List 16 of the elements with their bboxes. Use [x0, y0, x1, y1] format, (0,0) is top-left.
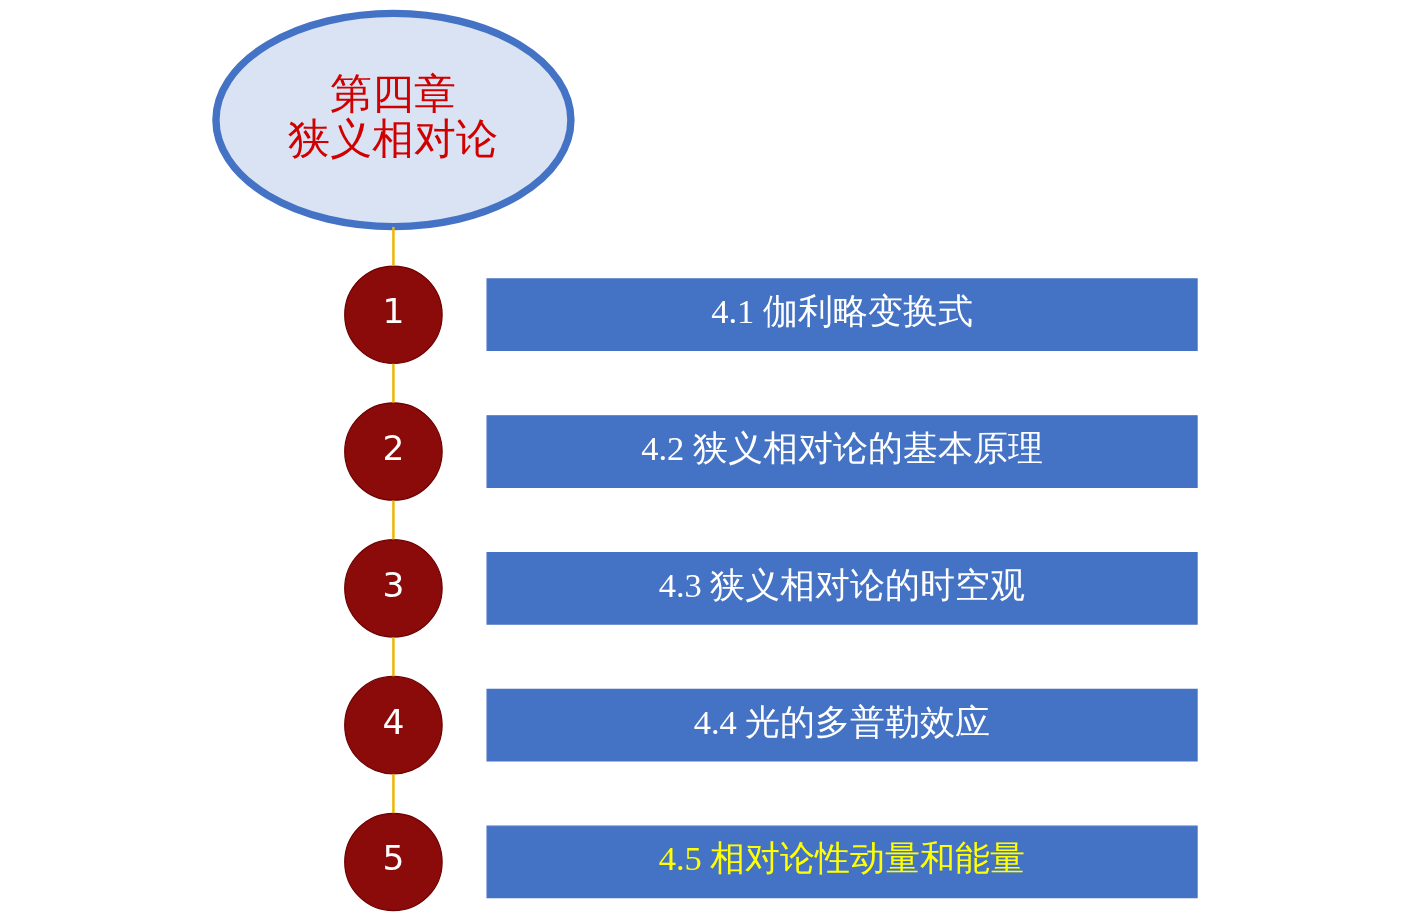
node-circle: 2	[344, 402, 443, 501]
connector	[392, 637, 395, 677]
connector	[392, 774, 395, 814]
node-circle: 4	[344, 675, 443, 775]
connector	[392, 363, 395, 403]
node-box: 4.5 相对论性动量和能量	[486, 825, 1198, 899]
node-circle: 3	[344, 539, 443, 638]
node-box: 4.4 光的多普勒效应	[486, 688, 1198, 762]
node-box: 4.1 伽利略变换式	[486, 278, 1198, 352]
connector	[392, 226, 395, 266]
node-box: 4.2 狭义相对论的基本原理	[486, 415, 1198, 488]
node-ellipse: 第四章 狭义相对论	[212, 9, 575, 231]
node-circle: 1	[344, 265, 443, 364]
connector	[392, 500, 395, 540]
node-circle: 5	[344, 812, 443, 912]
node-box: 4.3 狭义相对论的时空观	[486, 552, 1198, 625]
